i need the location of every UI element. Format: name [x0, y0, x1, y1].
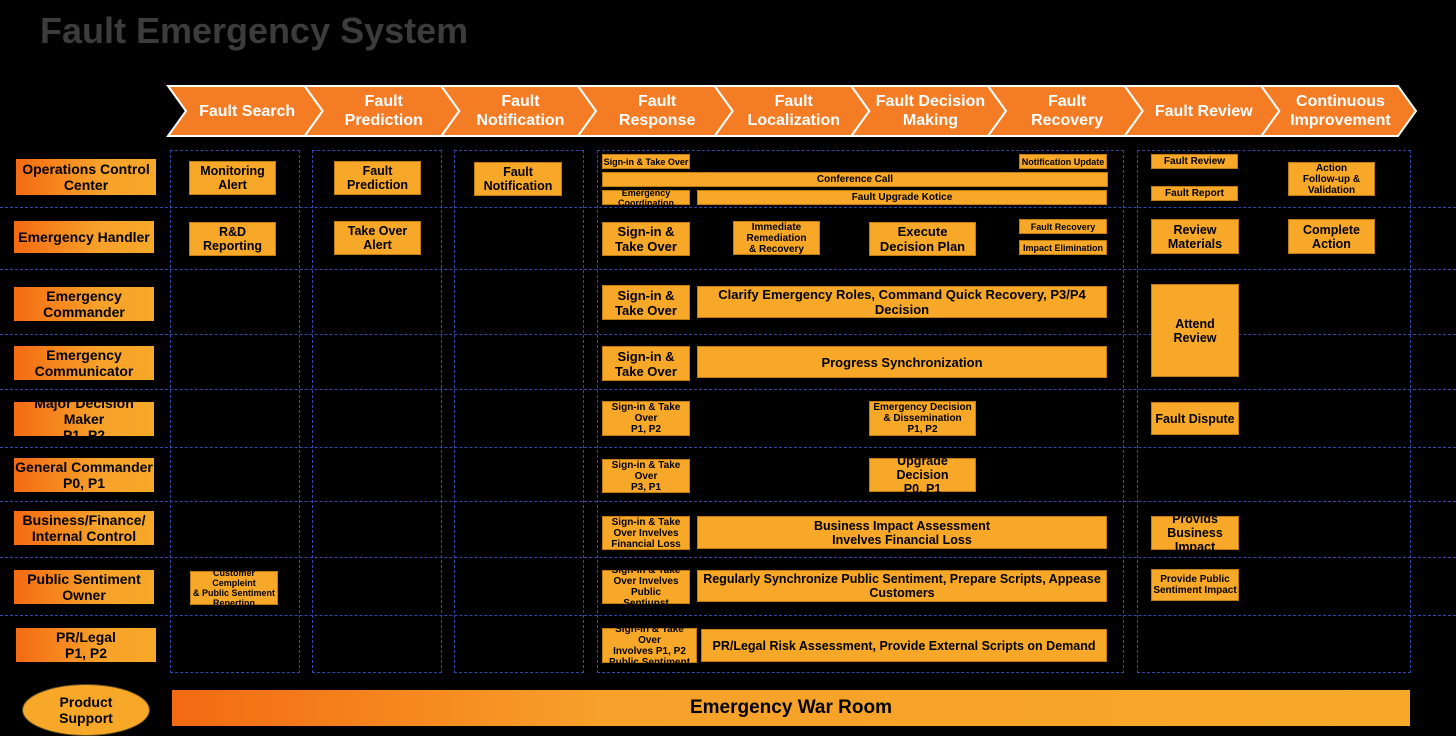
- role-emergency-communicator: Emergency Communicator: [14, 346, 154, 380]
- box-bfi-signin: Sign-in & Take Over Invelves Financial L…: [602, 516, 690, 550]
- column-group-search: [170, 150, 300, 673]
- lane-divider: [0, 389, 1456, 390]
- role-emergency-commander: Emergency Commander: [14, 287, 154, 321]
- box-fault-upgrade-notice: Fault Upgrade Kotice: [697, 190, 1107, 205]
- box-ec-signin: Sign-in & Take Over: [602, 285, 690, 320]
- box-clarify-roles: Clarify Emergency Roles, Command Quick R…: [697, 286, 1107, 318]
- lane-divider: [0, 269, 1456, 270]
- box-upgrade-decision: Upgrade Decision P0, P1: [869, 454, 976, 496]
- stage-label: Fault Review: [1154, 102, 1253, 120]
- lane-divider: [0, 501, 1456, 502]
- column-group-response: [597, 150, 1124, 673]
- box-fault-review: Fault Review: [1151, 154, 1238, 169]
- box-fault-report: Fault Report: [1151, 186, 1238, 201]
- box-gc-signin: Sign-in & Take Over P3, P1: [602, 459, 690, 493]
- lane-divider: [0, 334, 1456, 335]
- box-ps-signin: Sign-in & Take Over Invelves Public Sent…: [602, 565, 690, 609]
- box-emergency-decision: Emergency Decision & Dissemination P1, P…: [869, 401, 976, 436]
- box-occ-signin: Sign-in & Take Over: [602, 154, 690, 169]
- box-eh-signin: Sign-in & Take Over: [602, 222, 690, 256]
- box-emergency-coordination: Emergency Coordination: [602, 188, 690, 208]
- box-review-materials: Review Materials: [1151, 219, 1239, 254]
- lane-divider: [0, 557, 1456, 558]
- box-provide-public-sentiment: Provide Public Sentiment Impact: [1151, 569, 1239, 601]
- stage-label: Fault Localization: [747, 93, 840, 129]
- stage-label: Fault Decision Making: [875, 93, 986, 129]
- box-mdm-signin: Sign-in & Take Over P1, P2: [602, 401, 690, 436]
- stage-label: Fault Prediction: [344, 93, 423, 129]
- stage-label: Fault Response: [618, 93, 696, 129]
- column-group-prediction: [312, 150, 442, 673]
- box-regularly-sync: Regularly Synchronize Public Sentiment, …: [697, 570, 1107, 602]
- box-conference-call: Conference Call: [602, 172, 1108, 187]
- page-title: Fault Emergency System: [40, 10, 469, 51]
- box-monitoring-alert: Monitoring Alert: [189, 161, 276, 195]
- box-complete-action: Complete Action: [1288, 219, 1375, 254]
- lane-divider: [0, 615, 1456, 616]
- lane-divider: [0, 207, 1456, 208]
- role-general-commander: General Commander P0, P1: [14, 458, 154, 492]
- box-provide-business-impact: Provids Business Impact: [1151, 512, 1239, 554]
- stage-label: Fault Notification: [476, 93, 565, 129]
- role-major-decision-maker: Major Decision Maker P1, P2: [14, 395, 154, 443]
- box-business-impact: Business Impact Assessment Invelves Fina…: [697, 516, 1107, 549]
- box-take-over-alert: Take Over Alert: [334, 221, 421, 255]
- lane-divider: [0, 447, 1456, 448]
- box-fault-prediction: Fault Prediction: [334, 161, 421, 195]
- stage-chevrons: [166, 85, 1418, 137]
- stage-label: Fault Recovery: [1031, 93, 1104, 129]
- box-progress-sync: Progress Synchronization: [697, 346, 1107, 378]
- role-emergency-handler: Emergency Handler: [14, 221, 154, 253]
- role-operations-control-center: Operations Control Center: [16, 159, 156, 195]
- box-fault-recovery: Fault Recovery: [1019, 219, 1107, 234]
- box-impact-elimination: Impact Elimination: [1019, 240, 1107, 255]
- box-ecomm-signin: Sign-in & Take Over: [602, 346, 690, 381]
- stage-chevron: [1259, 85, 1418, 137]
- box-pr-signin: Sign-in & Take Over Involves P1, P2 Publ…: [602, 624, 697, 668]
- box-attend-review: Attend Review: [1151, 284, 1239, 377]
- stage-label: Continuous Improvement: [1290, 93, 1391, 129]
- box-customer-complaint: Customer Cempleint & Public Sentiment Re…: [190, 568, 278, 608]
- box-fault-notification: Fault Notification: [474, 162, 562, 196]
- emergency-war-room-bar: Emergency War Room: [172, 690, 1410, 726]
- box-notification-update: Notification Update: [1019, 154, 1107, 169]
- role-public-sentiment-owner: Public Sentiment Owner: [14, 570, 154, 604]
- role-pr-legal: PR/Legal P1, P2: [16, 628, 156, 662]
- column-group-review: [1137, 150, 1411, 673]
- box-rd-reporting: R&D Reporting: [189, 222, 276, 256]
- box-fault-dispute: Fault Dispute: [1151, 402, 1239, 435]
- box-immediate-remediation: Immediate Remediation & Recovery: [733, 221, 820, 255]
- box-pr-legal-risk: PR/Legal Risk Assessment, Provide Extern…: [701, 629, 1107, 662]
- box-execute-decision: Execute Decision Plan: [869, 222, 976, 256]
- column-group-notification: [454, 150, 584, 673]
- role-business-finance: Business/Finance/ Internal Control: [14, 511, 154, 545]
- stage-label: Fault Search: [199, 102, 296, 120]
- box-action-followup: Action Follow-up & Validation: [1288, 162, 1375, 196]
- product-support-oval: Product Support: [22, 684, 150, 736]
